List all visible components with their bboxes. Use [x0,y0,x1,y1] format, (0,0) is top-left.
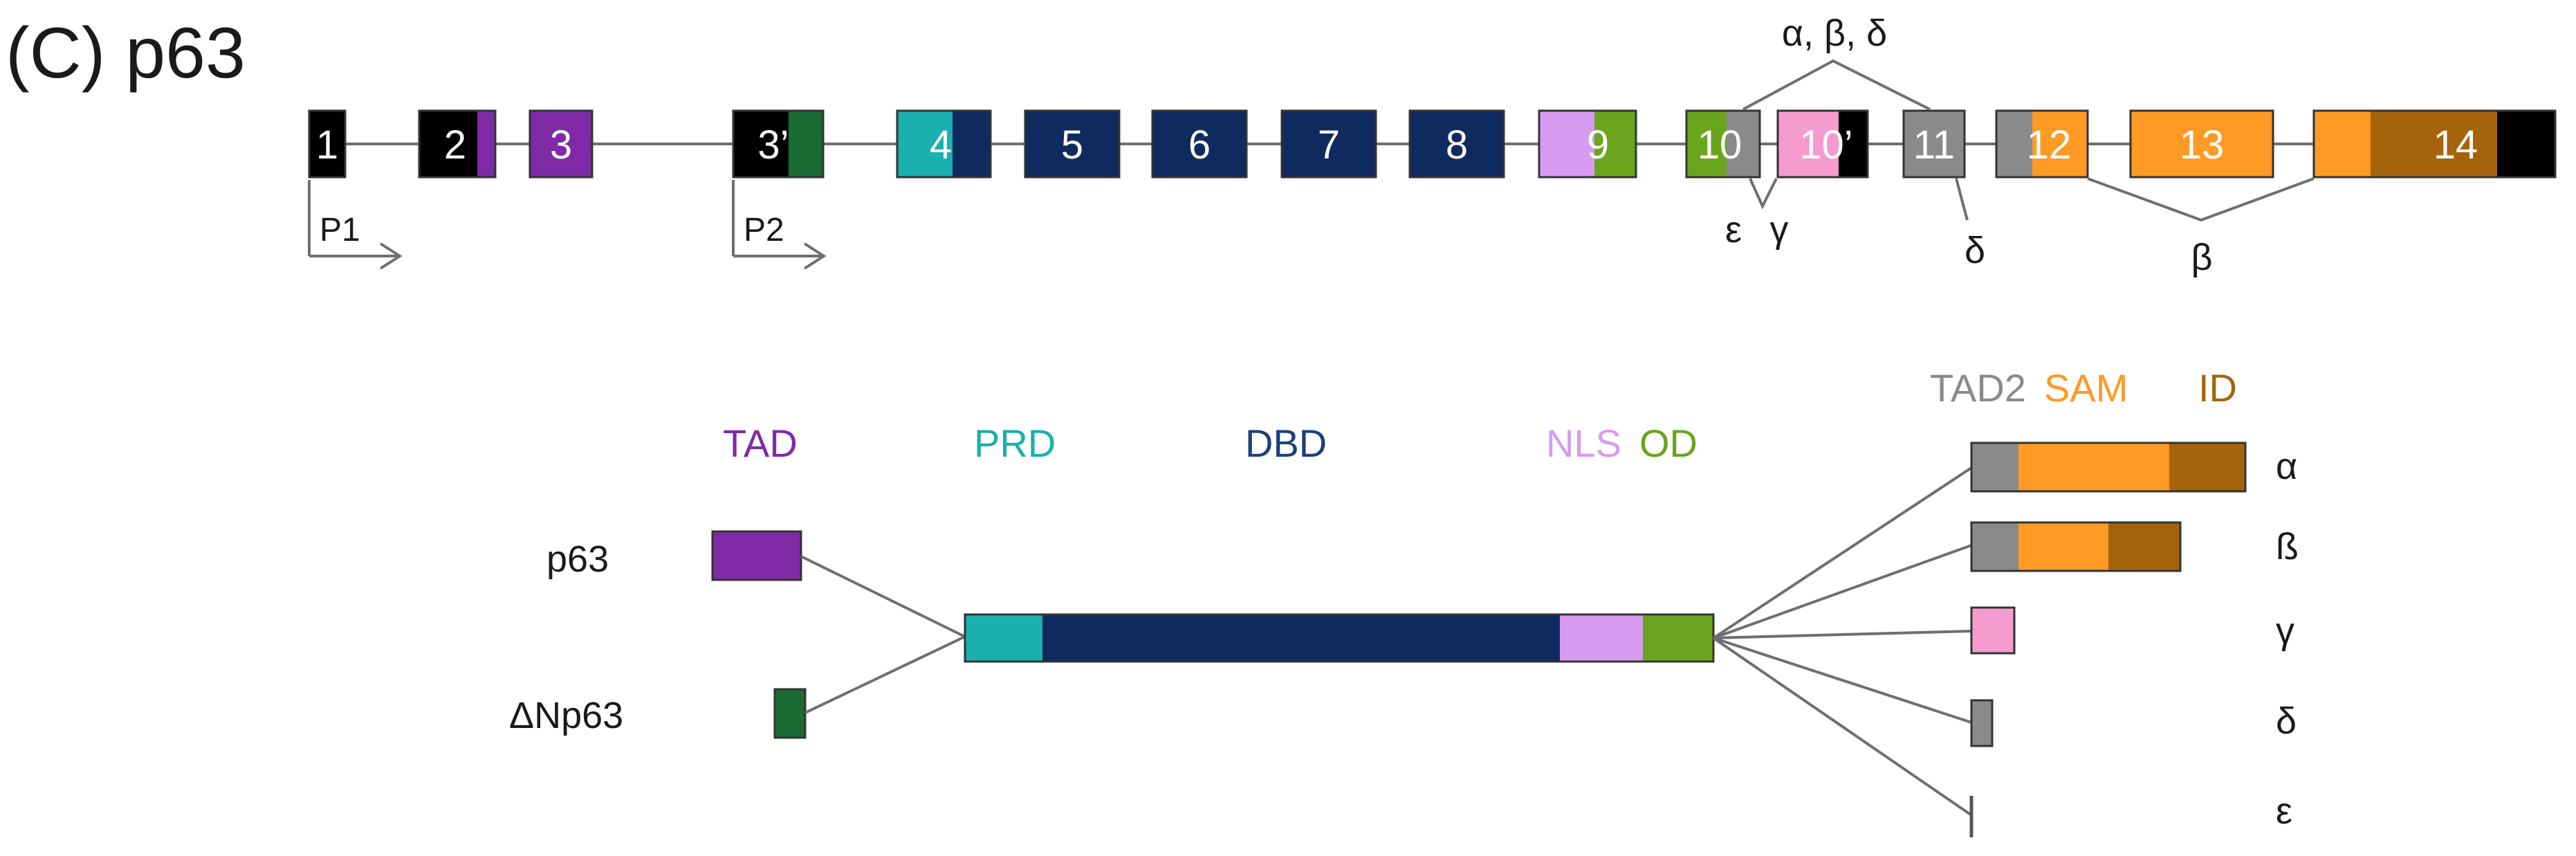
splice-epsilon-gamma [1749,178,1778,210]
exon-4: 4 [896,109,992,179]
splice-label-epsilon: ε [1725,209,1742,251]
exon-2: 2 [418,109,497,179]
promoter-p2: P2 [732,180,827,270]
isoform-label-delta: δ [2276,700,2297,742]
core-protein-bar [964,613,1715,663]
exon-1: 1 [308,109,347,179]
exon-3-prime: 3’ [732,109,825,179]
svg-text:10’: 10’ [1799,122,1852,167]
splice-label-beta: β [2191,237,2212,278]
exon-6: 6 [1151,109,1248,179]
svg-text:1: 1 [316,122,338,167]
svg-text:6: 6 [1188,122,1211,167]
splice-label-alpha-beta-delta: α, β, δ [1782,12,1887,54]
tad-box [711,530,802,581]
splice-alpha-beta-delta [1742,59,1931,111]
panel-title: (C) p63 [6,13,246,93]
svg-text:2: 2 [444,122,466,167]
promoter-p2-label: P2 [744,212,784,248]
domain-label-id: ID [2198,366,2237,410]
svg-text:5: 5 [1061,122,1083,167]
domain-label-dbd: DBD [1245,421,1327,465]
svg-text:8: 8 [1446,122,1468,167]
exon-10-prime: 10’ [1776,109,1869,179]
protein-label-dnp63: ΔNp63 [509,695,623,736]
svg-text:13: 13 [2180,122,2225,167]
splice-delta [1955,178,1969,221]
domain-label-tad: TAD [723,421,798,465]
connector-delta [1713,637,1972,724]
exon-8: 8 [1408,109,1505,179]
exon-5: 5 [1024,109,1121,179]
svg-text:3: 3 [550,122,572,167]
exon-12: 12 [1995,109,2089,179]
connector-gamma [1713,630,1972,639]
domain-label-prd: PRD [974,421,1056,465]
isoform-label-epsilon: ε [2276,790,2292,832]
isoform-label-beta: ß [2276,526,2299,567]
domain-label-sam: SAM [2044,366,2128,410]
domain-label-tad2: TAD2 [1930,366,2026,410]
connector-alpha [1712,466,1973,639]
svg-text:9: 9 [1587,122,1609,167]
exon-14: 14 [2312,109,2557,179]
isoform-label-alpha: α [2276,446,2297,487]
connector-beta [1713,544,1972,639]
exon-10: 10 [1685,109,1761,179]
domain-label-nls: NLS [1546,421,1621,465]
isoform-beta-bar [1970,521,2182,572]
svg-text:4: 4 [930,122,952,167]
exon-13: 13 [2129,109,2274,179]
splice-label-delta: δ [1965,230,1985,271]
svg-text:11: 11 [1913,122,1955,167]
isoform-gamma-bar [1970,606,2016,655]
svg-text:3’: 3’ [757,122,789,167]
svg-text:10: 10 [1698,122,1742,167]
promoter-p1: P1 [308,180,403,270]
svg-text:7: 7 [1318,122,1340,167]
isoform-alpha-bar [1970,441,2247,493]
promoter-p1-label: P1 [320,212,360,248]
connector-tad-core [800,555,966,638]
splice-label-gamma: γ [1770,209,1789,251]
exon-7: 7 [1280,109,1377,179]
connector-epsilon [1712,637,1973,817]
dnp63-tad-box [773,688,807,739]
protein-label-p63: p63 [546,538,609,580]
splice-beta [2087,177,2315,222]
svg-text:14: 14 [2434,122,2478,167]
exon-9: 9 [1538,109,1637,179]
connector-dnp63-core [804,635,966,714]
svg-text:12: 12 [2027,122,2072,167]
isoform-label-gamma: γ [2276,610,2294,652]
domain-label-od: OD [1639,421,1698,465]
exon-3: 3 [528,109,594,179]
isoform-delta-bar [1970,699,1994,747]
exon-11: 11 [1902,109,1966,179]
